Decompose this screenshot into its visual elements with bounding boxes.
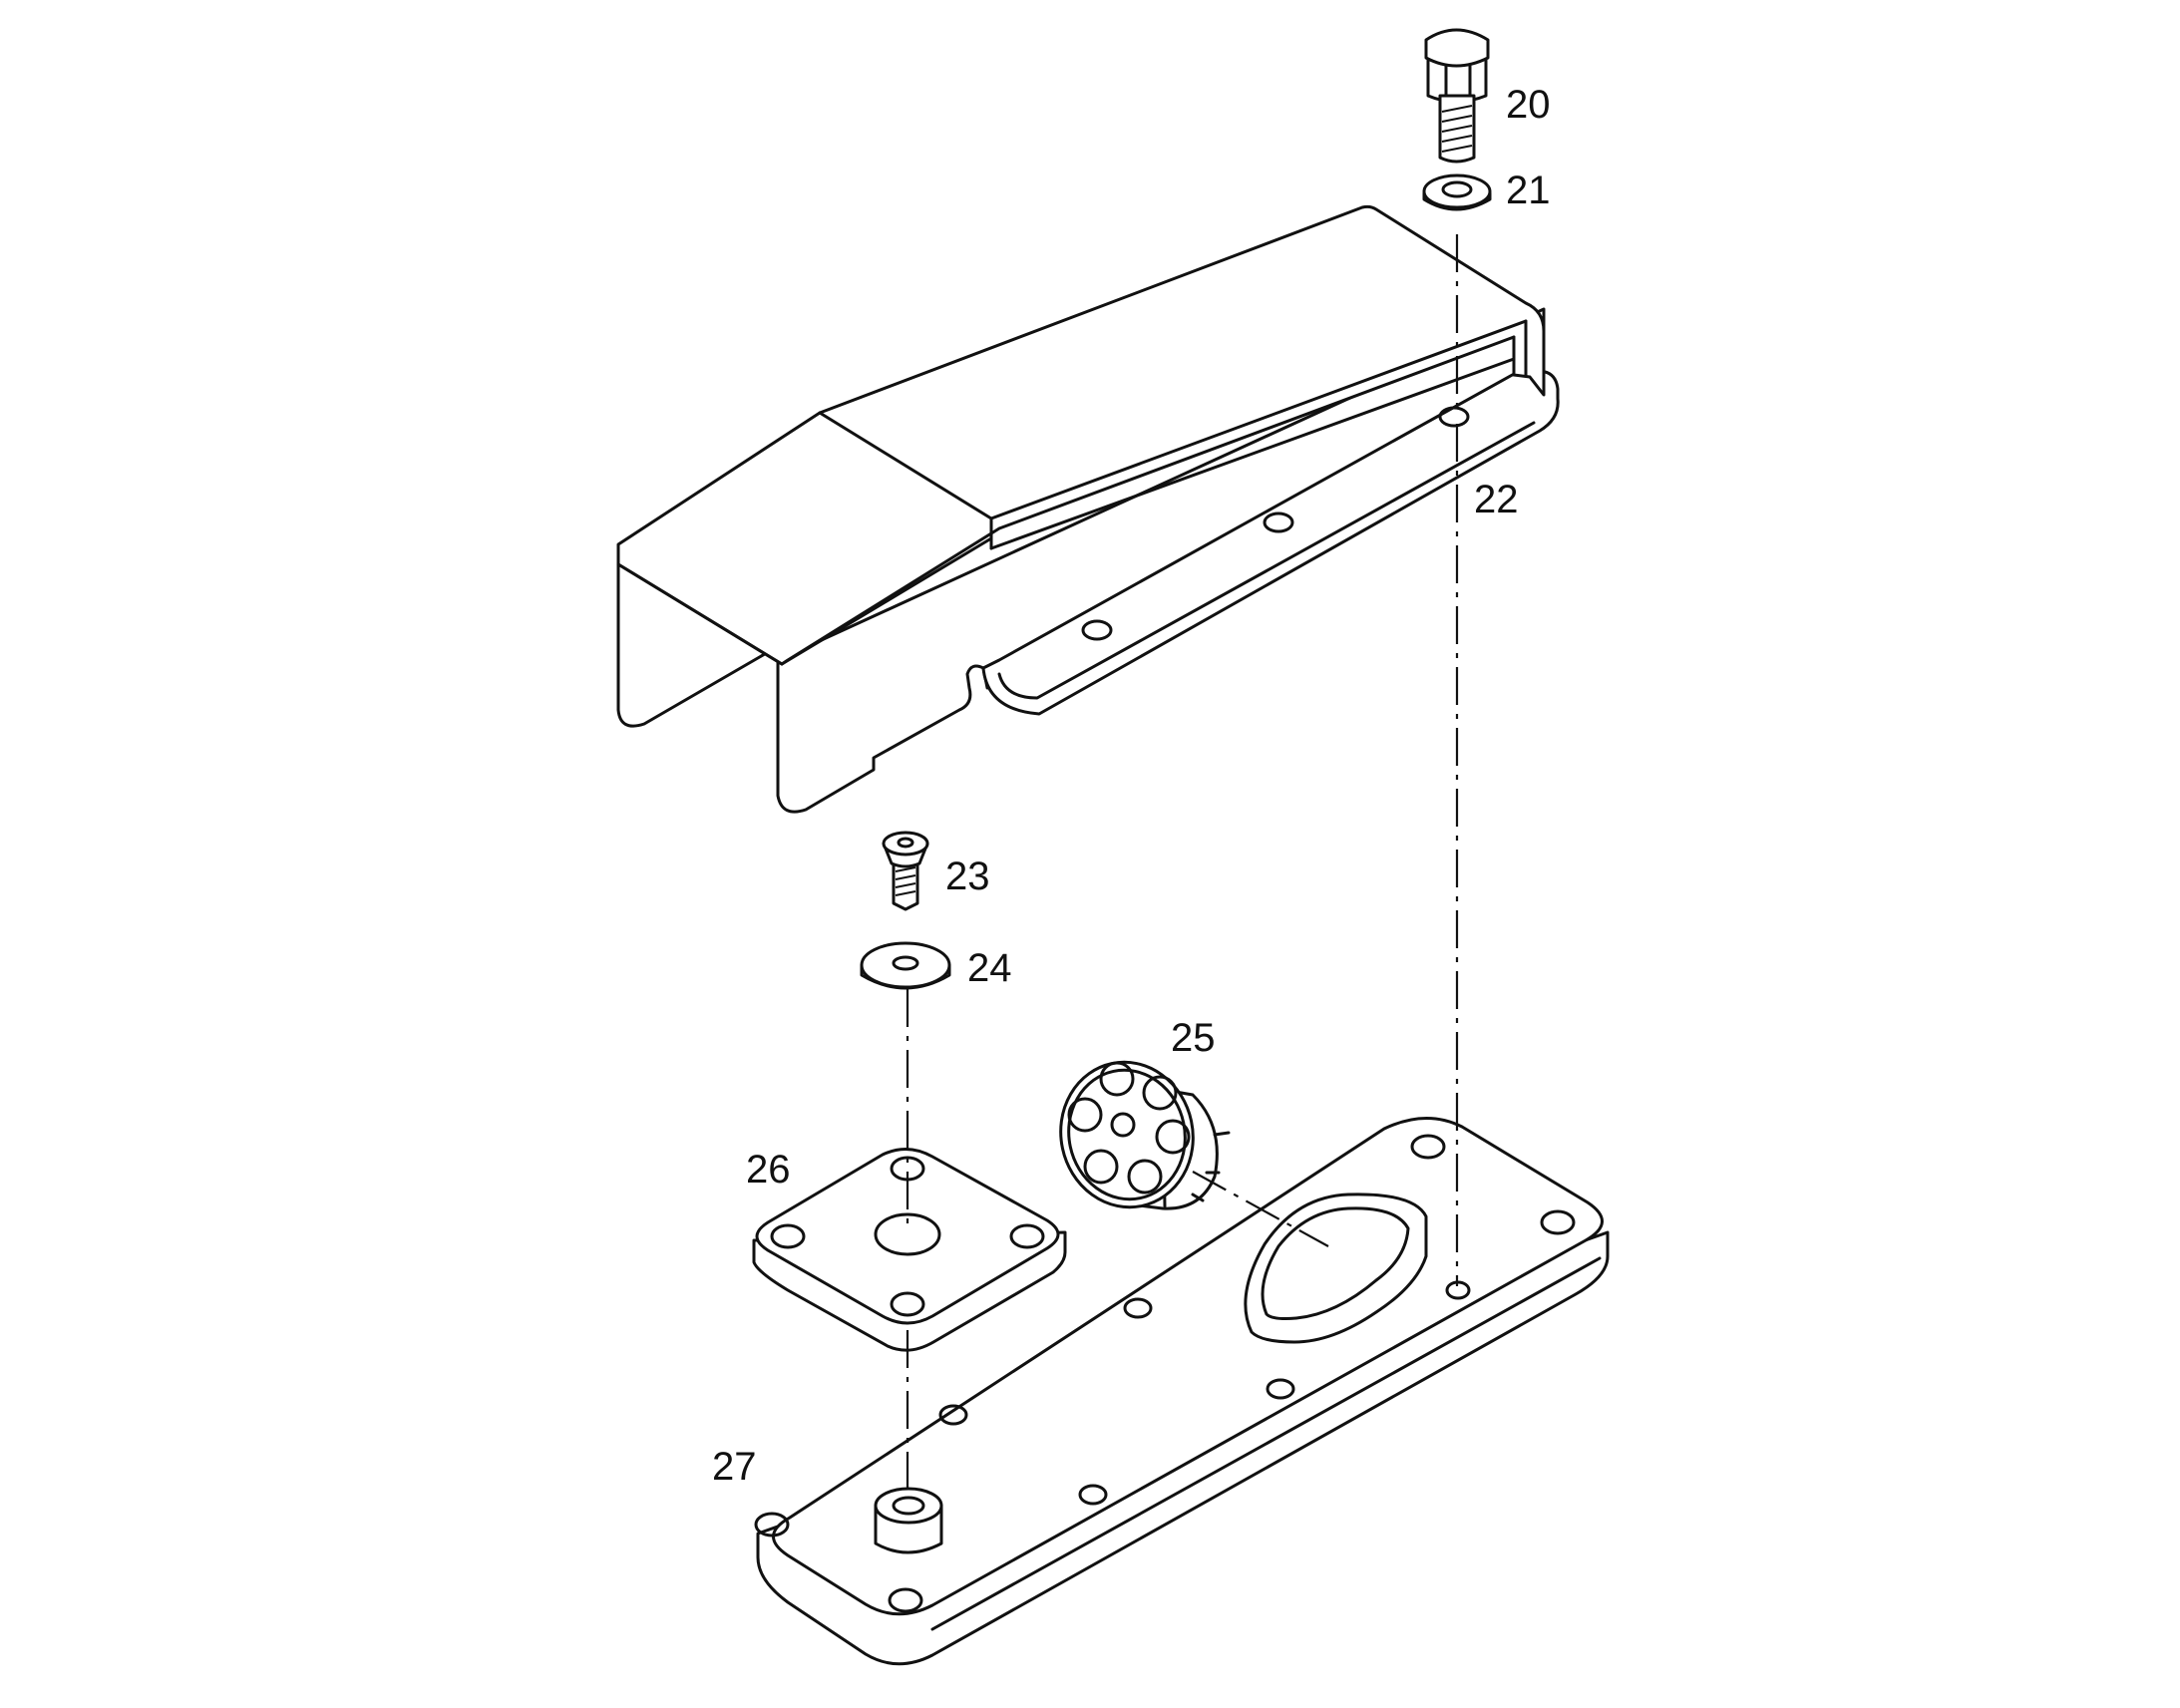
- base-plate: [754, 1117, 1610, 1666]
- hole-icon: [1123, 1297, 1153, 1319]
- washer: [1422, 173, 1492, 211]
- hole-icon: [1081, 619, 1113, 641]
- callout-24: 24: [967, 946, 1012, 990]
- hole-icon: [1266, 1378, 1295, 1400]
- callout-27: 27: [712, 1445, 757, 1489]
- hole-icon: [1438, 406, 1470, 428]
- hole-icon: [888, 1587, 923, 1613]
- pedal-cover: [616, 204, 1560, 814]
- hole-icon: [1009, 1223, 1045, 1249]
- callout-25: 25: [1171, 1016, 1216, 1060]
- callout-21: 21: [1506, 169, 1551, 212]
- hole-icon: [770, 1223, 806, 1249]
- callout-labels: 20 21 22 23 24 25 26 27: [712, 83, 1551, 1489]
- hole-icon: [890, 1291, 925, 1317]
- washer: [860, 941, 951, 990]
- hex-bolt: [1424, 28, 1490, 164]
- multi-pin-connector: [1059, 1060, 1231, 1210]
- callout-23: 23: [945, 854, 990, 898]
- square-mount-plate: [752, 1148, 1067, 1352]
- countersunk-screw: [882, 831, 929, 911]
- hole-icon: [1540, 1209, 1576, 1235]
- callout-20: 20: [1506, 83, 1551, 127]
- callout-26: 26: [746, 1148, 791, 1192]
- hole-icon: [938, 1404, 968, 1426]
- hole-icon: [1078, 1484, 1108, 1506]
- assembly-lines: [906, 234, 1459, 1498]
- hole-icon: [1263, 512, 1294, 533]
- hole-icon: [1410, 1134, 1446, 1160]
- hole-icon: [754, 1512, 790, 1537]
- center-hole-icon: [874, 1212, 941, 1256]
- callout-22: 22: [1474, 478, 1519, 521]
